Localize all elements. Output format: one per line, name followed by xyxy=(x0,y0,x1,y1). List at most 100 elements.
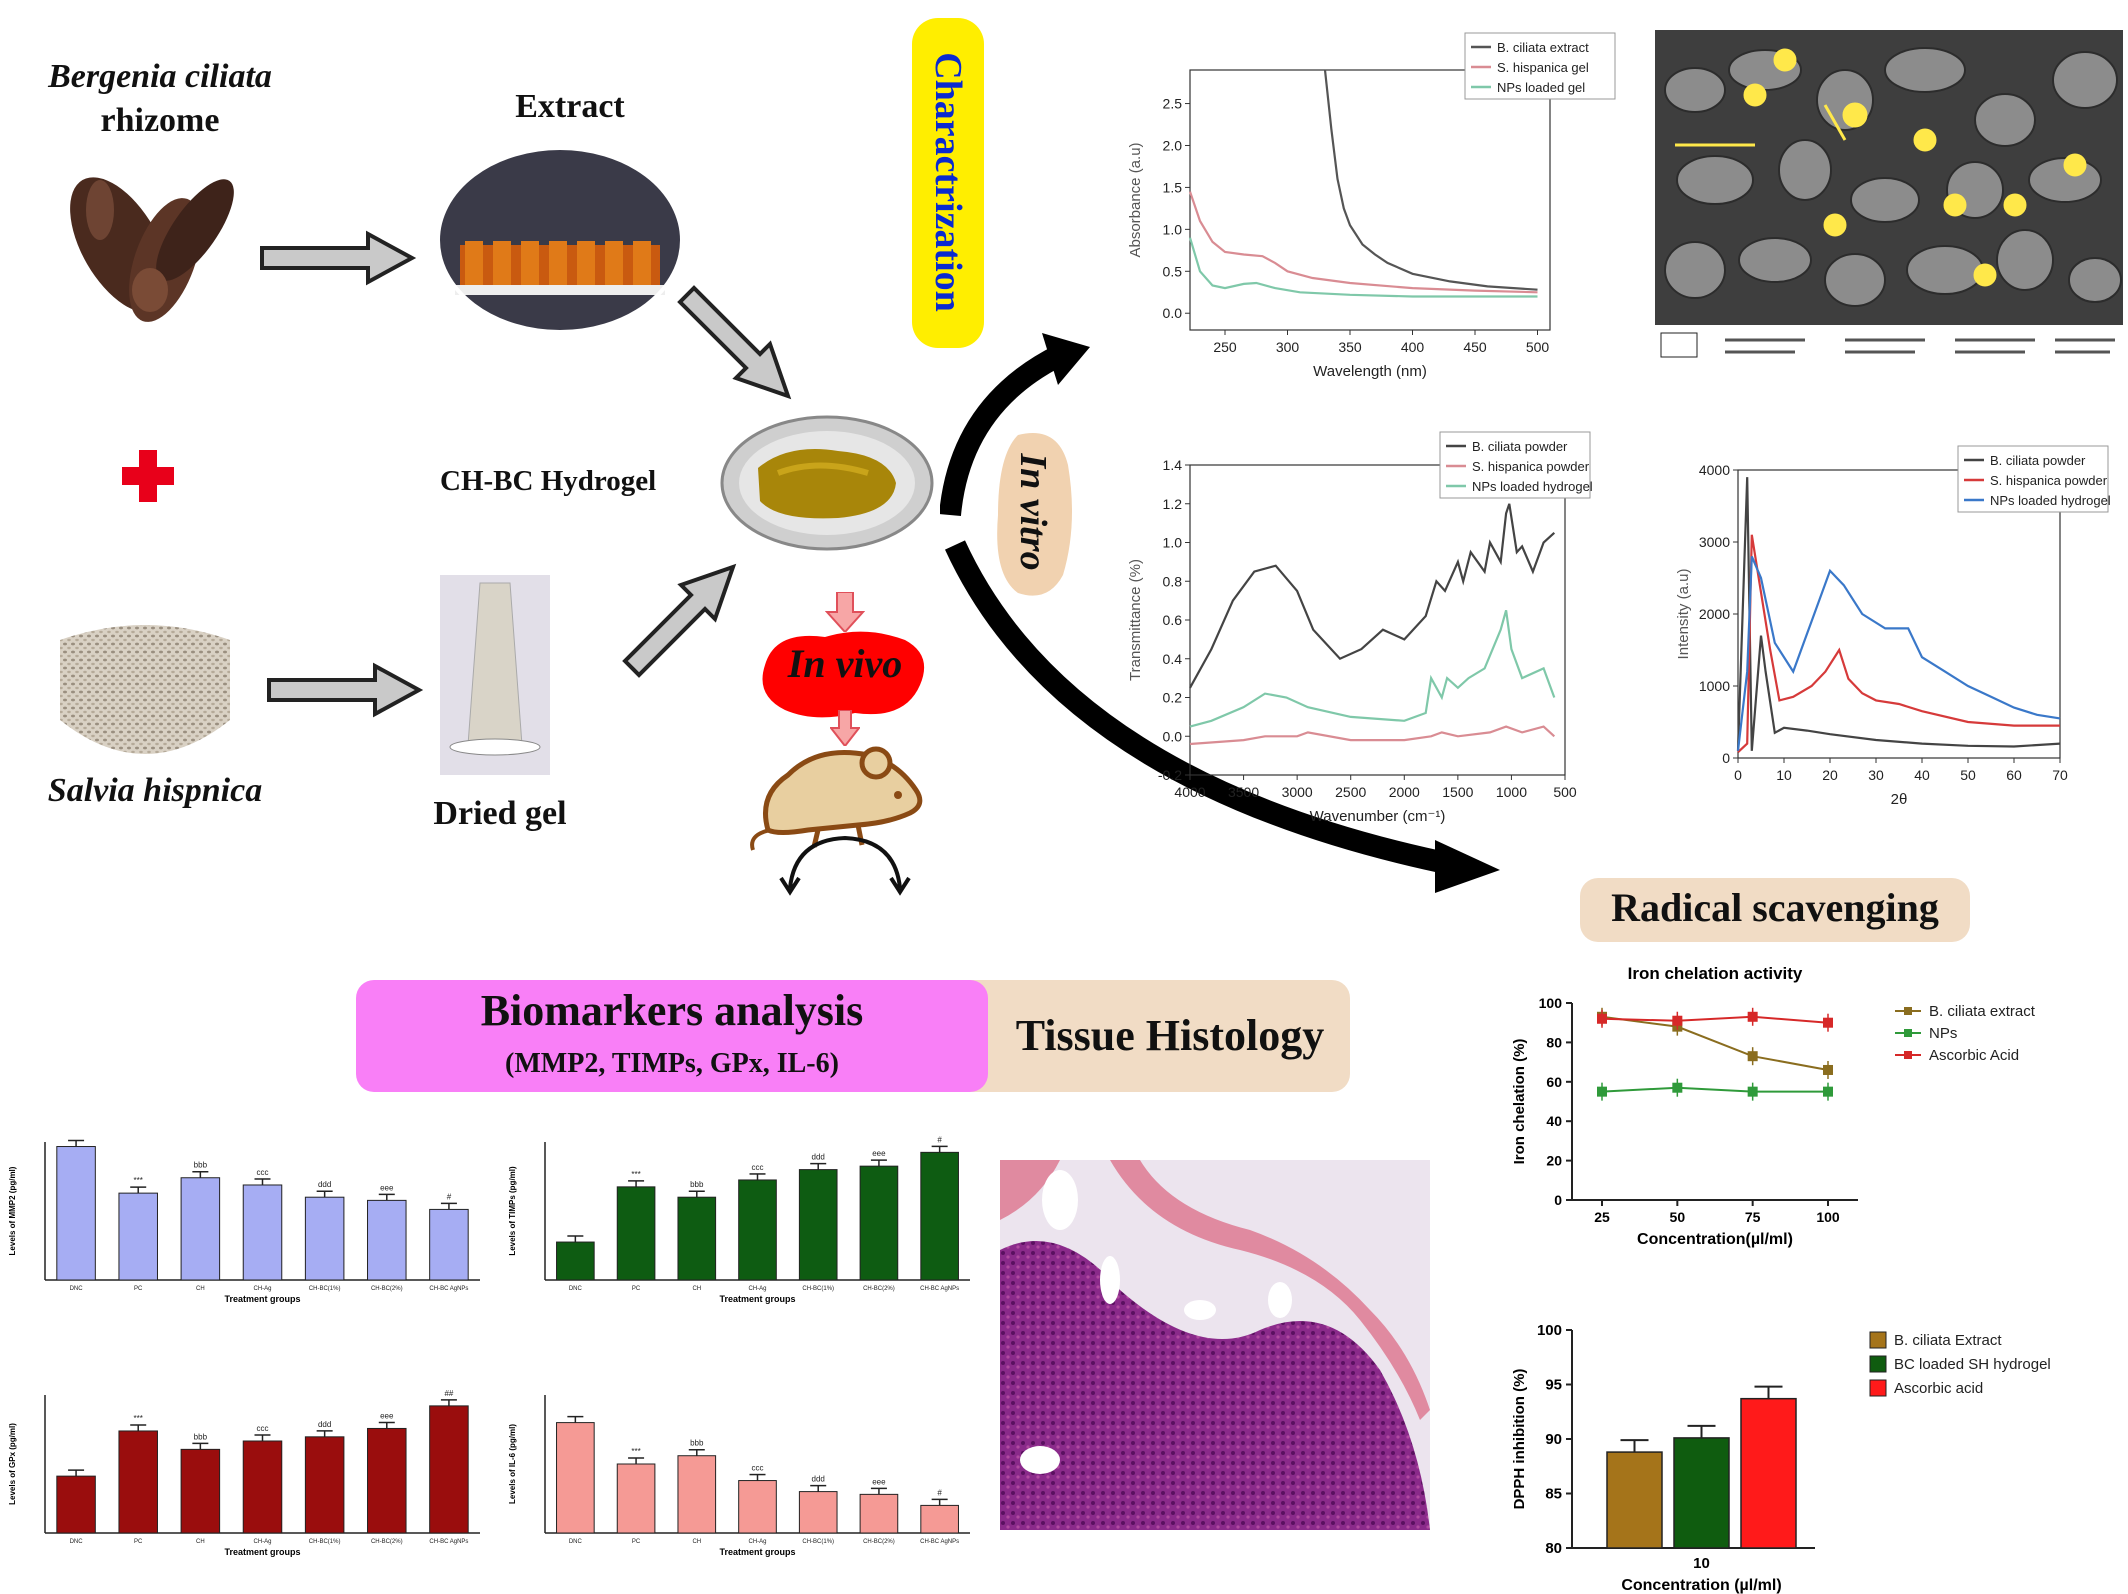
bar xyxy=(180,1177,221,1281)
x-axis-label: Treatment groups xyxy=(224,1294,300,1304)
legend-marker xyxy=(1904,1029,1912,1037)
y-tick-label: 2.5 xyxy=(1163,96,1183,112)
legend-label: B. ciliata Extract xyxy=(1894,1332,2002,1349)
bar xyxy=(180,1448,221,1534)
x-tick-label: 10 xyxy=(1776,767,1792,783)
plot-frame xyxy=(1189,69,1551,331)
y-axis-label: Levels of GPx (pg/ml) xyxy=(8,1423,17,1505)
legend-label: S. hispanica gel xyxy=(1497,60,1589,75)
x-tick-label: 0 xyxy=(1734,767,1742,783)
x-tick-label: CH-BC(2%) xyxy=(371,1286,403,1292)
x-tick-label: DNC xyxy=(569,1286,583,1292)
x-tick-label: CH-Ag xyxy=(253,1286,271,1292)
x-tick-label: CH-BC AgNPs xyxy=(920,1539,959,1545)
biomarkers-box xyxy=(356,980,988,1092)
bar xyxy=(677,1455,717,1534)
legend-label: NPs xyxy=(1929,1025,1957,1042)
legend-swatch xyxy=(1869,1331,1887,1349)
bar xyxy=(118,1430,158,1534)
legend-label: NPs loaded hydrogel xyxy=(1472,479,1593,494)
significance-mark: bbb xyxy=(690,1439,704,1448)
series-line xyxy=(1736,477,2061,751)
bar xyxy=(616,1186,656,1281)
x-tick-label: 100 xyxy=(1816,1209,1840,1225)
biomarkers-subtitle: (MMP2, TIMPs, GPx, IL-6) xyxy=(505,1048,839,1079)
legend-marker xyxy=(1904,1007,1912,1015)
y-tick-label: 0 xyxy=(1722,750,1730,766)
plot-frame xyxy=(1737,469,2061,759)
series-line xyxy=(1601,1015,1829,1071)
x-tick-label: 500 xyxy=(1526,339,1550,355)
y-tick-label: 100 xyxy=(1539,995,1563,1011)
x-tick-label: CH-BC AgNPs xyxy=(429,1539,468,1545)
y-tick-label: 2000 xyxy=(1699,606,1730,622)
y-tick-label: 1000 xyxy=(1699,678,1730,694)
extract-photo xyxy=(436,146,684,334)
bar xyxy=(798,1491,838,1534)
x-tick-label: 3500 xyxy=(1228,784,1259,800)
x-tick-label: 30 xyxy=(1868,767,1884,783)
red-cross-icon xyxy=(122,450,174,502)
x-tick-label: CH-Ag xyxy=(748,1539,766,1545)
x-tick-label: CH xyxy=(196,1539,205,1545)
x-tick-label: 1500 xyxy=(1442,784,1473,800)
bergenia-label: Bergenia ciliata rhizome xyxy=(30,55,290,143)
in-vitro-blob xyxy=(997,433,1072,596)
hydrogel-photo xyxy=(720,415,934,551)
in-vivo-blob xyxy=(762,631,925,718)
arrow-icon xyxy=(677,285,792,400)
radical-scavenging-label: Radical scavenging xyxy=(1611,885,1939,930)
x-tick-label: CH-BC(2%) xyxy=(863,1539,895,1545)
y-tick-label: 0.8 xyxy=(1163,573,1183,589)
y-tick-label: 0.0 xyxy=(1163,305,1183,321)
x-tick-label: CH-Ag xyxy=(748,1286,766,1292)
bar xyxy=(367,1199,407,1281)
significance-mark: eee xyxy=(872,1477,886,1486)
y-tick-label: 20 xyxy=(1546,1153,1562,1169)
significance-mark: *** xyxy=(134,1176,143,1185)
x-tick-label: 40 xyxy=(1914,767,1930,783)
bar xyxy=(429,1208,469,1281)
histology-image xyxy=(1000,1160,1430,1530)
legend-label: S. hispanica powder xyxy=(1990,473,2108,488)
bar xyxy=(56,1146,96,1281)
legend-label: NPs loaded hydrogel xyxy=(1990,493,2111,508)
x-tick-label: PC xyxy=(632,1539,641,1545)
bar xyxy=(118,1192,158,1281)
significance-mark: eee xyxy=(380,1411,394,1420)
legend-label: S. hispanica powder xyxy=(1472,459,1590,474)
series-line xyxy=(1189,503,1556,689)
significance-mark: ccc xyxy=(257,1168,269,1177)
x-tick-label: PC xyxy=(134,1539,143,1545)
y-tick-label: 1.4 xyxy=(1163,457,1183,473)
characterization-box xyxy=(912,18,984,348)
salvia-label: Salvia hispnica xyxy=(47,772,263,809)
x-axis-label: Treatment groups xyxy=(224,1547,300,1557)
significance-mark: # xyxy=(937,1135,942,1144)
dried-gel-label: Dried gel xyxy=(433,795,567,832)
down-arrow-icon xyxy=(830,710,860,746)
x-tick-label: 400 xyxy=(1401,339,1425,355)
circular-arrow-icon xyxy=(779,835,911,896)
x-tick-label: DNC xyxy=(569,1539,583,1545)
bar xyxy=(242,1440,283,1534)
biomarkers-title: Biomarkers analysis xyxy=(480,986,864,1035)
series-line xyxy=(1189,610,1556,728)
arrow-icon xyxy=(622,563,737,678)
bar xyxy=(429,1405,469,1534)
x-tick-label: CH-BC(1%) xyxy=(802,1539,834,1545)
y-axis-label: Absorbance (a.u) xyxy=(1127,142,1144,257)
series-line xyxy=(1188,237,1538,298)
series-line xyxy=(1736,555,2061,751)
y-tick-label: 1.0 xyxy=(1163,221,1183,237)
y-tick-label: 100 xyxy=(1537,1322,1562,1339)
x-axis-label: Concentration(µl/ml) xyxy=(1637,1231,1793,1248)
legend-label: B. ciliata extract xyxy=(1929,1003,2036,1020)
significance-mark: ccc xyxy=(752,1464,764,1473)
y-tick-label: 95 xyxy=(1545,1377,1562,1394)
bar xyxy=(1740,1397,1797,1549)
series-line xyxy=(1323,69,1538,291)
x-tick-label: 20 xyxy=(1822,767,1838,783)
